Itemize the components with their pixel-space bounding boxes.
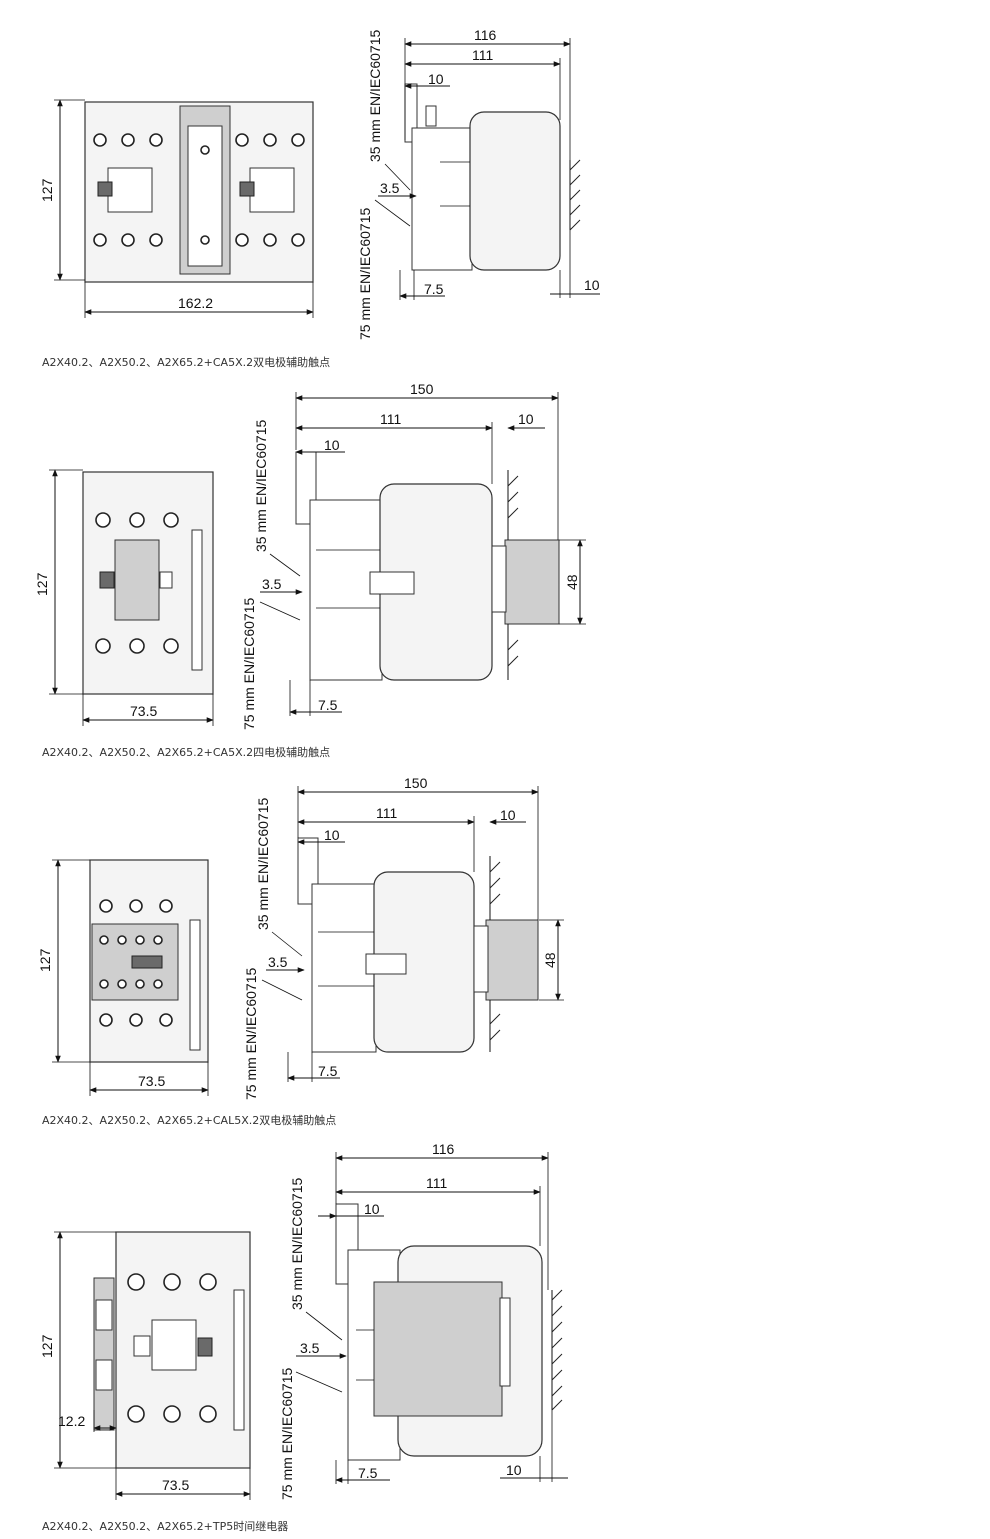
- front-view-4: [93, 1231, 251, 1469]
- caption-1: A2X40.2、A2X50.2、A2X65.2+CA5X.2双电极辅助触点: [42, 355, 330, 369]
- d3-10b-label: 10: [500, 807, 516, 823]
- d3-111-label: 111: [376, 805, 397, 821]
- caption-3: A2X40.2、A2X50.2、A2X65.2+CAL5X.2双电极辅助触点: [42, 1113, 336, 1127]
- d3-rail75-label: 75 mm EN/IEC60715: [243, 968, 259, 1100]
- front-view-2: [82, 471, 214, 695]
- d1-7-5-label: 7.5: [424, 281, 444, 297]
- side-view-4: [335, 1203, 543, 1461]
- side-view-2: [295, 451, 560, 681]
- diagram-2: 127 73.5 150 111 10 10: [34, 381, 586, 759]
- d3-rail35-label: 35 mm EN/IEC60715: [255, 798, 271, 930]
- d1-111-label: 111: [472, 47, 493, 63]
- d2-rail35-label: 35 mm EN/IEC60715: [253, 420, 269, 552]
- d2-48-label: 48: [564, 574, 580, 590]
- d1-10-label: 10: [428, 71, 444, 87]
- caption-2: A2X40.2、A2X50.2、A2X65.2+CA5X.2四电极辅助触点: [42, 745, 330, 759]
- d2-111-label: 111: [380, 411, 401, 427]
- d2-rail75-label: 75 mm EN/IEC60715: [241, 598, 257, 730]
- d4-7-5-label: 7.5: [358, 1465, 378, 1481]
- d2-width-label: 73.5: [130, 703, 157, 719]
- d3-7-5-label: 7.5: [318, 1063, 338, 1079]
- d1-116-label: 116: [474, 27, 497, 43]
- diagram-1: 127 162.2 116 111 10: [39, 27, 600, 369]
- d4-side-label: 12.2: [58, 1413, 85, 1429]
- d4-10-label: 10: [364, 1201, 380, 1217]
- diagram-3: 127 73.5 150 111 10 10: [37, 775, 564, 1127]
- d3-150-label: 150: [404, 775, 428, 791]
- d3-3-5-label: 3.5: [268, 954, 288, 970]
- d2-10a-label: 10: [324, 437, 340, 453]
- d1-width-label: 162.2: [178, 295, 213, 311]
- d4-wall10-label: 10: [506, 1462, 522, 1478]
- d4-width-label: 73.5: [162, 1477, 189, 1493]
- d4-116-label: 116: [432, 1141, 455, 1157]
- d3-width-label: 73.5: [138, 1073, 165, 1089]
- side-view-3: [297, 837, 539, 1053]
- d4-height-label: 127: [39, 1334, 55, 1358]
- d1-rail75-label: 75 mm EN/IEC60715: [357, 208, 373, 340]
- d1-3-5-label: 3.5: [380, 180, 400, 196]
- d3-10a-label: 10: [324, 827, 340, 843]
- front-view-3: [89, 859, 209, 1063]
- d4-rail35-label: 35 mm EN/IEC60715: [289, 1178, 305, 1310]
- d3-height-label: 127: [37, 948, 53, 972]
- d4-rail75-label: 75 mm EN/IEC60715: [279, 1368, 295, 1500]
- d1-rail35-label: 35 mm EN/IEC60715: [367, 30, 383, 162]
- diagram-4: 127 73.5 12.2 116 111 10: [39, 1141, 568, 1533]
- d2-7-5-label: 7.5: [318, 697, 338, 713]
- side-view-1: [404, 83, 561, 271]
- d2-150-label: 150: [410, 381, 434, 397]
- d2-height-label: 127: [34, 572, 50, 596]
- d1-height-label: 127: [39, 178, 55, 202]
- d4-111-label: 111: [426, 1175, 447, 1191]
- d4-3-5-label: 3.5: [300, 1340, 320, 1356]
- caption-4: A2X40.2、A2X50.2、A2X65.2+TP5时间继电器: [42, 1520, 288, 1533]
- d1-wall10-label: 10: [584, 277, 600, 293]
- front-view-1: [84, 101, 314, 283]
- d3-48-label: 48: [542, 952, 558, 968]
- d2-3-5-label: 3.5: [262, 576, 282, 592]
- d2-10b-label: 10: [518, 411, 534, 427]
